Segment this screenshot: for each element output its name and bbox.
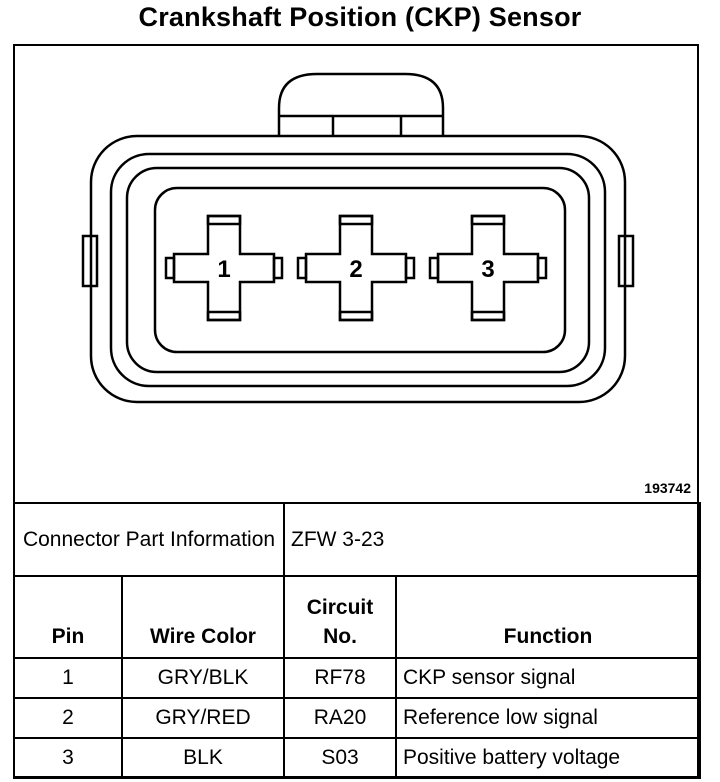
- table-row: 2 GRY/RED RA20 Reference low signal: [13, 697, 701, 739]
- pin-2-terminal: [296, 214, 416, 322]
- circuit-header: Circuit No.: [283, 575, 397, 659]
- wire-color-cell: GRY/RED: [121, 697, 285, 739]
- connector-cavity: [153, 186, 567, 354]
- function-header: Function: [395, 575, 701, 659]
- circuit-cell: RF78: [283, 657, 397, 699]
- circuit-cell: S03: [283, 737, 397, 779]
- wire-color-cell: GRY/BLK: [121, 657, 285, 699]
- pin-cell: 1: [13, 657, 123, 699]
- connector-part-label: Connector Part Information: [13, 502, 285, 577]
- pin-3-label: 3: [481, 256, 494, 283]
- connector-lock-tab: [277, 72, 445, 136]
- table-header-row: Pin Wire Color Circuit No. Function: [13, 575, 701, 659]
- pin-3-terminal: [428, 214, 548, 322]
- pin-cell: 3: [13, 737, 123, 779]
- function-cell: CKP sensor signal: [395, 657, 701, 699]
- diagram-frame: 1 2 3 193742 Connector Part Information …: [13, 44, 701, 779]
- pin-2-label: 2: [349, 256, 362, 283]
- connector-part-value: ZFW 3-23: [283, 502, 701, 577]
- right-latch: [617, 234, 635, 288]
- connector-body-outer: [89, 134, 627, 404]
- wire-color-header: Wire Color: [121, 575, 285, 659]
- connector-body-inner: [109, 152, 607, 388]
- page-title: Crankshaft Position (CKP) Sensor: [138, 2, 582, 32]
- function-cell: Reference low signal: [395, 697, 701, 739]
- pin-1-terminal: [164, 214, 284, 322]
- circuit-cell: RA20: [283, 697, 397, 739]
- figure-id: 193742: [644, 480, 691, 496]
- wire-color-cell: BLK: [121, 737, 285, 779]
- pin-header: Pin: [13, 575, 123, 659]
- table-row: 3 BLK S03 Positive battery voltage: [13, 737, 701, 779]
- pin-cell: 2: [13, 697, 123, 739]
- pin-1-label: 1: [217, 256, 230, 283]
- connector-face: [125, 166, 591, 374]
- function-cell: Positive battery voltage: [395, 737, 701, 779]
- connector-diagram: 1 2 3: [81, 72, 635, 404]
- connector-part-row: Connector Part Information ZFW 3-23: [13, 502, 701, 577]
- connector-info-table: Connector Part Information ZFW 3-23 Pin …: [13, 502, 701, 779]
- left-latch: [81, 234, 99, 288]
- table-row: 1 GRY/BLK RF78 CKP sensor signal: [13, 657, 701, 699]
